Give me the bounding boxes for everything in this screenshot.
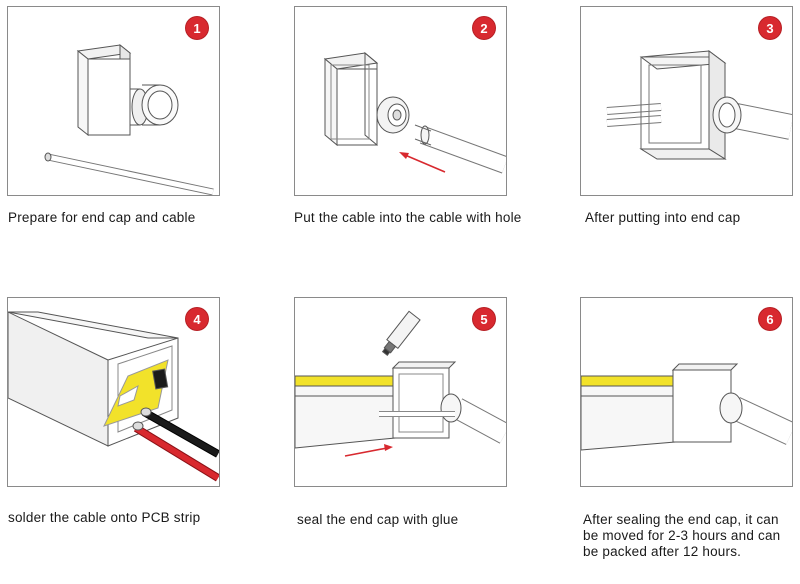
step-4-badge: 4 [186, 308, 208, 330]
step-2-illustration [323, 51, 506, 174]
glue-tube-icon [381, 310, 421, 356]
step-1-badge: 1 [186, 17, 208, 39]
step-5-illustration [295, 310, 506, 457]
step-4-panel: 4 [7, 297, 220, 487]
step-5-panel: 5 [294, 297, 507, 487]
step-5-arrow [344, 447, 388, 457]
step-1-panel: 1 [7, 6, 220, 196]
step-2-caption: Put the cable into the cable with hole [294, 210, 522, 225]
step-1-illustration [44, 43, 214, 195]
step-3-badge: 3 [759, 17, 781, 39]
step-4-caption: solder the cable onto PCB strip [8, 510, 201, 525]
step-3-caption: After putting into end cap [585, 210, 741, 225]
step-6-panel: 6 [580, 297, 793, 487]
step-6-caption: After sealing the end cap, it can be mov… [583, 512, 781, 559]
step-6-badge: 6 [759, 308, 781, 330]
step-2-arrow [404, 154, 446, 173]
step-5-badge: 5 [473, 308, 495, 330]
step-3-illustration [606, 50, 792, 160]
step-5-caption: seal the end cap with glue [297, 512, 459, 527]
step-3-panel: 3 [580, 6, 793, 196]
step-6-illustration [581, 363, 792, 451]
step-4-illustration [8, 311, 219, 482]
step-2-badge: 2 [473, 17, 495, 39]
step-1-caption: Prepare for end cap and cable [8, 210, 196, 225]
step-2-panel: 2 [294, 6, 507, 196]
